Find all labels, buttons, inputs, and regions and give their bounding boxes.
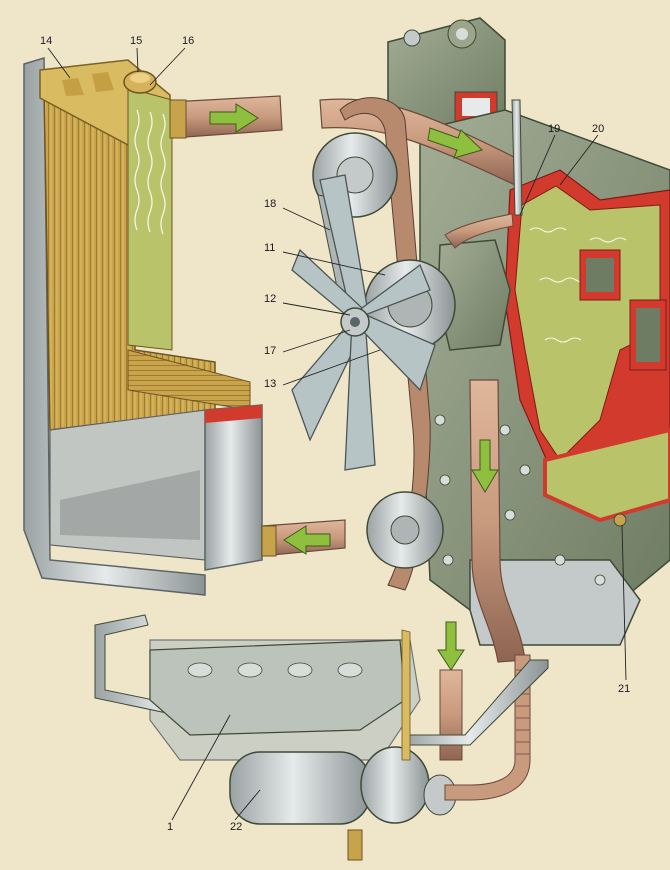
heater-pipe [94,614,251,731]
engine [319,17,670,663]
coolant-column [127,87,173,351]
callout-18: 18 [264,198,276,210]
heater-cylinder [229,751,371,825]
section-edge [205,405,262,423]
drain-cock [613,513,627,527]
callout-11: 11 [264,242,275,254]
callout-13: 13 [264,378,276,390]
flow-arrow-icon [283,525,331,555]
radiator-bottom-tank [204,404,263,571]
cylinder-cavity-inner [636,308,660,362]
callout-21: 21 [618,683,630,695]
heater-return-pipe [404,659,549,746]
manifold-ports [187,662,363,678]
pre-heater-assembly [94,614,549,861]
tank-rib [62,78,84,96]
hose-clamp [169,99,187,139]
radiator-bottom-shadow [60,470,200,540]
pulley-hub [390,515,420,545]
flow-arrow-icon [427,127,483,159]
heater-feed-hose [439,669,463,761]
heater-burner [360,746,430,824]
crankcase-section [543,427,670,523]
coolant-waves [134,109,166,235]
fan-hub-bolt [350,317,360,327]
callout-1: 1 [167,821,173,833]
tank-rib [92,72,114,92]
compressor-section-inner [462,98,490,116]
hose-clamp [261,525,277,557]
filler-cap-top [130,73,150,83]
fuel-line [401,629,411,761]
callout-22: 22 [230,821,242,833]
heater-hose [444,213,514,249]
fan-belt [339,97,431,591]
callout-19: 19 [548,123,560,135]
callout-16: 16 [182,35,194,47]
exhaust-stub [347,829,363,861]
fan [291,174,436,471]
callout-12: 12 [264,293,276,305]
flow-arrow-icon [209,103,259,133]
leader-lines [47,47,627,821]
compressor-port [456,28,468,40]
callout-15: 15 [130,35,142,47]
heater-manifold [149,639,406,736]
block-bolts [434,414,606,586]
radiator [23,56,346,596]
bolt-icon [403,29,421,47]
callout-labels: 14 15 16 18 11 12 17 13 19 20 21 1 22 [40,35,630,833]
bypass-pipe [511,99,523,216]
cylinder-cavity-inner [586,258,614,292]
coolant-jacket [514,185,661,461]
flow-arrow-icon [437,621,465,671]
callout-17: 17 [264,345,276,357]
callout-20: 20 [592,123,604,135]
flow-arrow-icon [471,439,499,493]
callout-14: 14 [40,35,52,47]
